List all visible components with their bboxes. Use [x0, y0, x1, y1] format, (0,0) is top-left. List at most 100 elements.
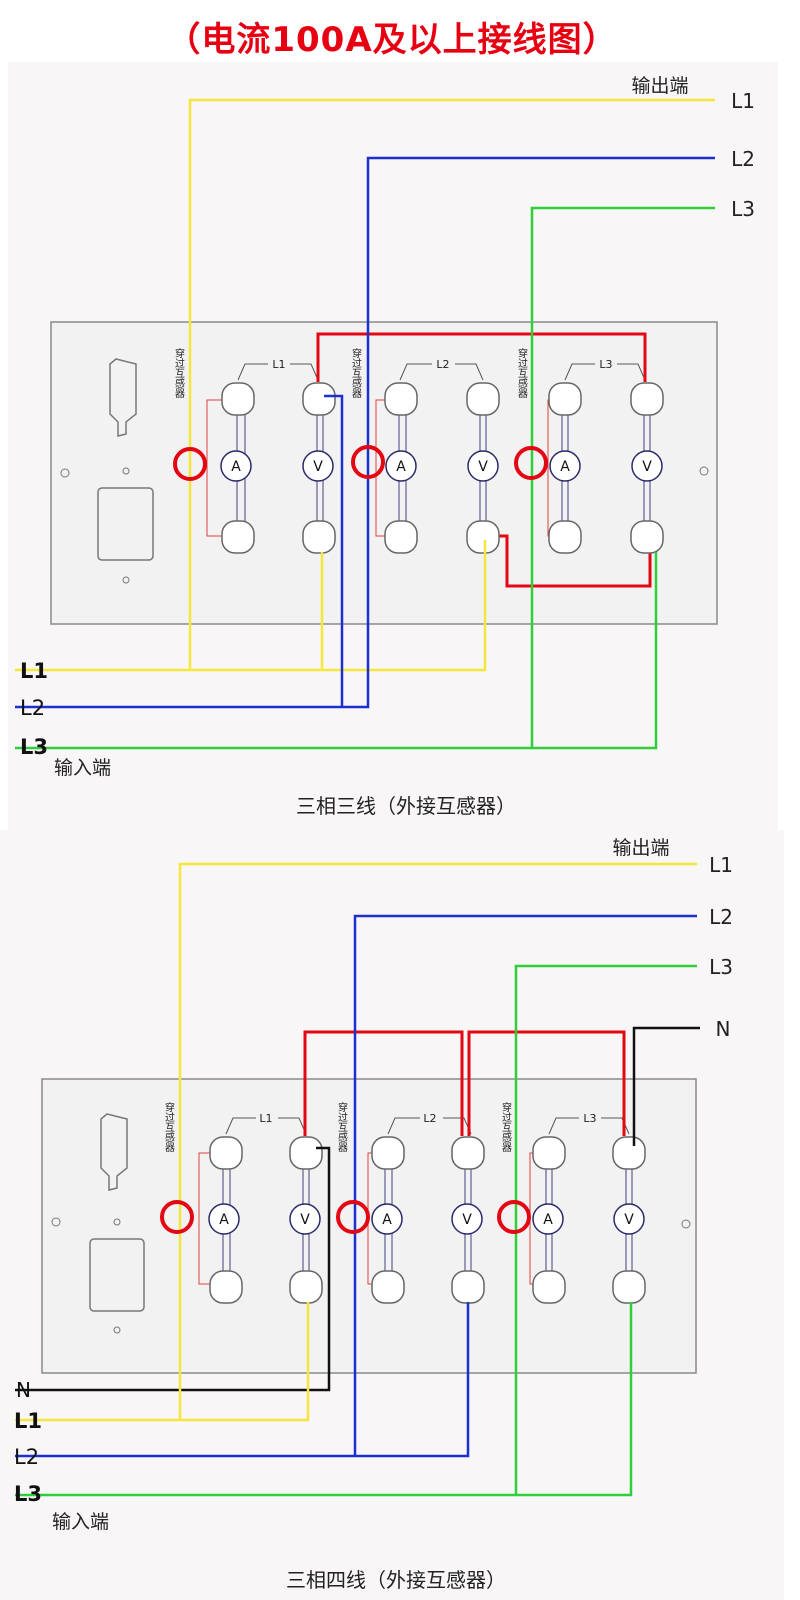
- wire-l3: [15, 964, 697, 1497]
- three-phase-three-wire-diagram: 穿过互感器 穿过互感器 穿过互感器 L1 L2 L3: [0, 62, 784, 830]
- terminals-bottom: [221, 520, 664, 554]
- in-line-n: N: [16, 1378, 31, 1402]
- in-line-l1: L1: [20, 659, 48, 683]
- voltmeter-label: V: [642, 459, 652, 475]
- ct-label-3: 穿过互感器: [500, 1101, 512, 1153]
- ammeter-icon: [208, 1203, 240, 1235]
- terminals-top: [209, 1136, 646, 1170]
- output-label: 输出端: [631, 75, 688, 97]
- ammeter-label: A: [219, 1212, 229, 1228]
- current-loop-1: [206, 399, 235, 537]
- screw-icon: [60, 468, 70, 478]
- out-line-l2: L2: [709, 905, 733, 929]
- diagram-caption: 三相三线（外接互感器）: [296, 794, 516, 818]
- ct-label-1: 穿过互感器: [173, 347, 185, 399]
- voltmeter-icon: [302, 450, 334, 482]
- voltage-link-top-2: [467, 1030, 626, 1136]
- diagram-caption: 三相四线（外接互感器）: [286, 1568, 506, 1592]
- out-line-l1: L1: [731, 89, 755, 113]
- ct-label-group: 穿过互感器 穿过互感器 穿过互感器: [163, 1101, 512, 1153]
- wire-l3: [15, 206, 715, 750]
- group-label-l2: L2: [423, 1112, 436, 1125]
- ct-label-group: 穿过互感器 穿过互感器 穿过互感器: [173, 347, 528, 399]
- three-phase-four-wire-diagram: 穿过互感器 穿过互感器 穿过互感器 L1 L2 L3: [0, 830, 784, 1600]
- voltmeter-icon: [613, 1203, 645, 1235]
- group-bracket-l1: [237, 363, 319, 381]
- screw-icon: [122, 467, 130, 475]
- group-bracket-l2: [399, 363, 484, 381]
- voltmeter-label: V: [313, 459, 323, 475]
- ammeter-icon: [532, 1203, 564, 1235]
- ct-ring-icon: [336, 1200, 370, 1234]
- ct-ring-icon: [160, 1200, 194, 1234]
- wire-l2: [15, 914, 697, 1458]
- screw-icon: [699, 466, 709, 476]
- output-label: 输出端: [612, 837, 669, 859]
- in-line-l3: L3: [20, 735, 48, 759]
- db9-connector-icon: [100, 1113, 128, 1191]
- group-bracket-l3: [548, 1117, 630, 1135]
- ct-ring-icon: [514, 446, 548, 480]
- screw-icon: [681, 1219, 691, 1229]
- voltmeter-icon: [467, 450, 499, 482]
- screw-icon: [51, 1217, 61, 1227]
- voltmeter-icon: [451, 1203, 483, 1235]
- ammeter-icon: [371, 1203, 403, 1235]
- wiring-diagram-2: 穿过互感器 穿过互感器 穿过互感器 L1 L2 L3: [0, 830, 784, 1600]
- voltage-link-top-1: [303, 1030, 464, 1136]
- out-line-l3: L3: [709, 955, 733, 979]
- ct-label-2: 穿过互感器: [350, 347, 362, 399]
- meter-badges: A V A V A V: [220, 450, 663, 482]
- page-title: （电流100A及以上接线图）: [166, 20, 618, 60]
- screw-icon: [113, 1218, 121, 1226]
- device-panel: [50, 321, 718, 625]
- ammeter-icon: [385, 450, 417, 482]
- db9-connector-icon: [109, 358, 137, 437]
- ct-label-3: 穿过互感器: [516, 347, 528, 399]
- terminals-bottom: [209, 1270, 646, 1304]
- ammeter-icon: [220, 450, 252, 482]
- group-label-l1: L1: [259, 1112, 272, 1125]
- out-line-n: N: [716, 1017, 731, 1041]
- ammeter-label: A: [396, 459, 406, 475]
- meter-badges: A V A V A V: [208, 1203, 645, 1235]
- in-line-l2: L2: [20, 696, 45, 720]
- voltmeter-label: V: [462, 1212, 472, 1228]
- group-bracket-l3: [564, 363, 646, 381]
- ct-label-1: 穿过互感器: [163, 1101, 175, 1153]
- ammeter-icon: [549, 450, 581, 482]
- group-label-l3: L3: [583, 1112, 596, 1125]
- out-line-l2: L2: [731, 147, 755, 171]
- display-window-icon: [89, 1238, 145, 1312]
- voltmeter-label: V: [478, 459, 488, 475]
- in-line-l2: L2: [14, 1445, 39, 1469]
- ammeter-label: A: [560, 459, 570, 475]
- group-label-l2: L2: [436, 358, 449, 371]
- ct-ring-icon: [351, 445, 385, 479]
- in-line-l1: L1: [14, 1409, 42, 1433]
- ct-ring-icon: [497, 1200, 531, 1234]
- ct-ring-icon: [173, 447, 207, 481]
- device-panel: [41, 1078, 697, 1374]
- ammeter-label: A: [382, 1212, 392, 1228]
- wire-n: [15, 1026, 700, 1392]
- input-label: 输入端: [52, 1511, 109, 1533]
- wire-l2: [15, 156, 715, 709]
- input-label: 输入端: [54, 757, 111, 779]
- group-label-l1: L1: [272, 358, 285, 371]
- voltmeter-label: V: [300, 1212, 310, 1228]
- screw-icon: [122, 576, 130, 584]
- ammeter-label: A: [231, 459, 241, 475]
- in-line-l3: L3: [14, 1482, 42, 1506]
- out-line-l1: L1: [709, 853, 733, 877]
- ct-label-2: 穿过互感器: [336, 1101, 348, 1153]
- group-label-l3: L3: [599, 358, 612, 371]
- display-window-icon: [97, 487, 154, 561]
- voltage-link-top: [316, 332, 647, 382]
- voltmeter-icon: [631, 450, 663, 482]
- voltmeter-icon: [289, 1203, 321, 1235]
- terminals-top: [221, 382, 664, 416]
- wire-l1: [15, 862, 697, 1422]
- voltmeter-label: V: [624, 1212, 634, 1228]
- out-line-l3: L3: [731, 197, 755, 221]
